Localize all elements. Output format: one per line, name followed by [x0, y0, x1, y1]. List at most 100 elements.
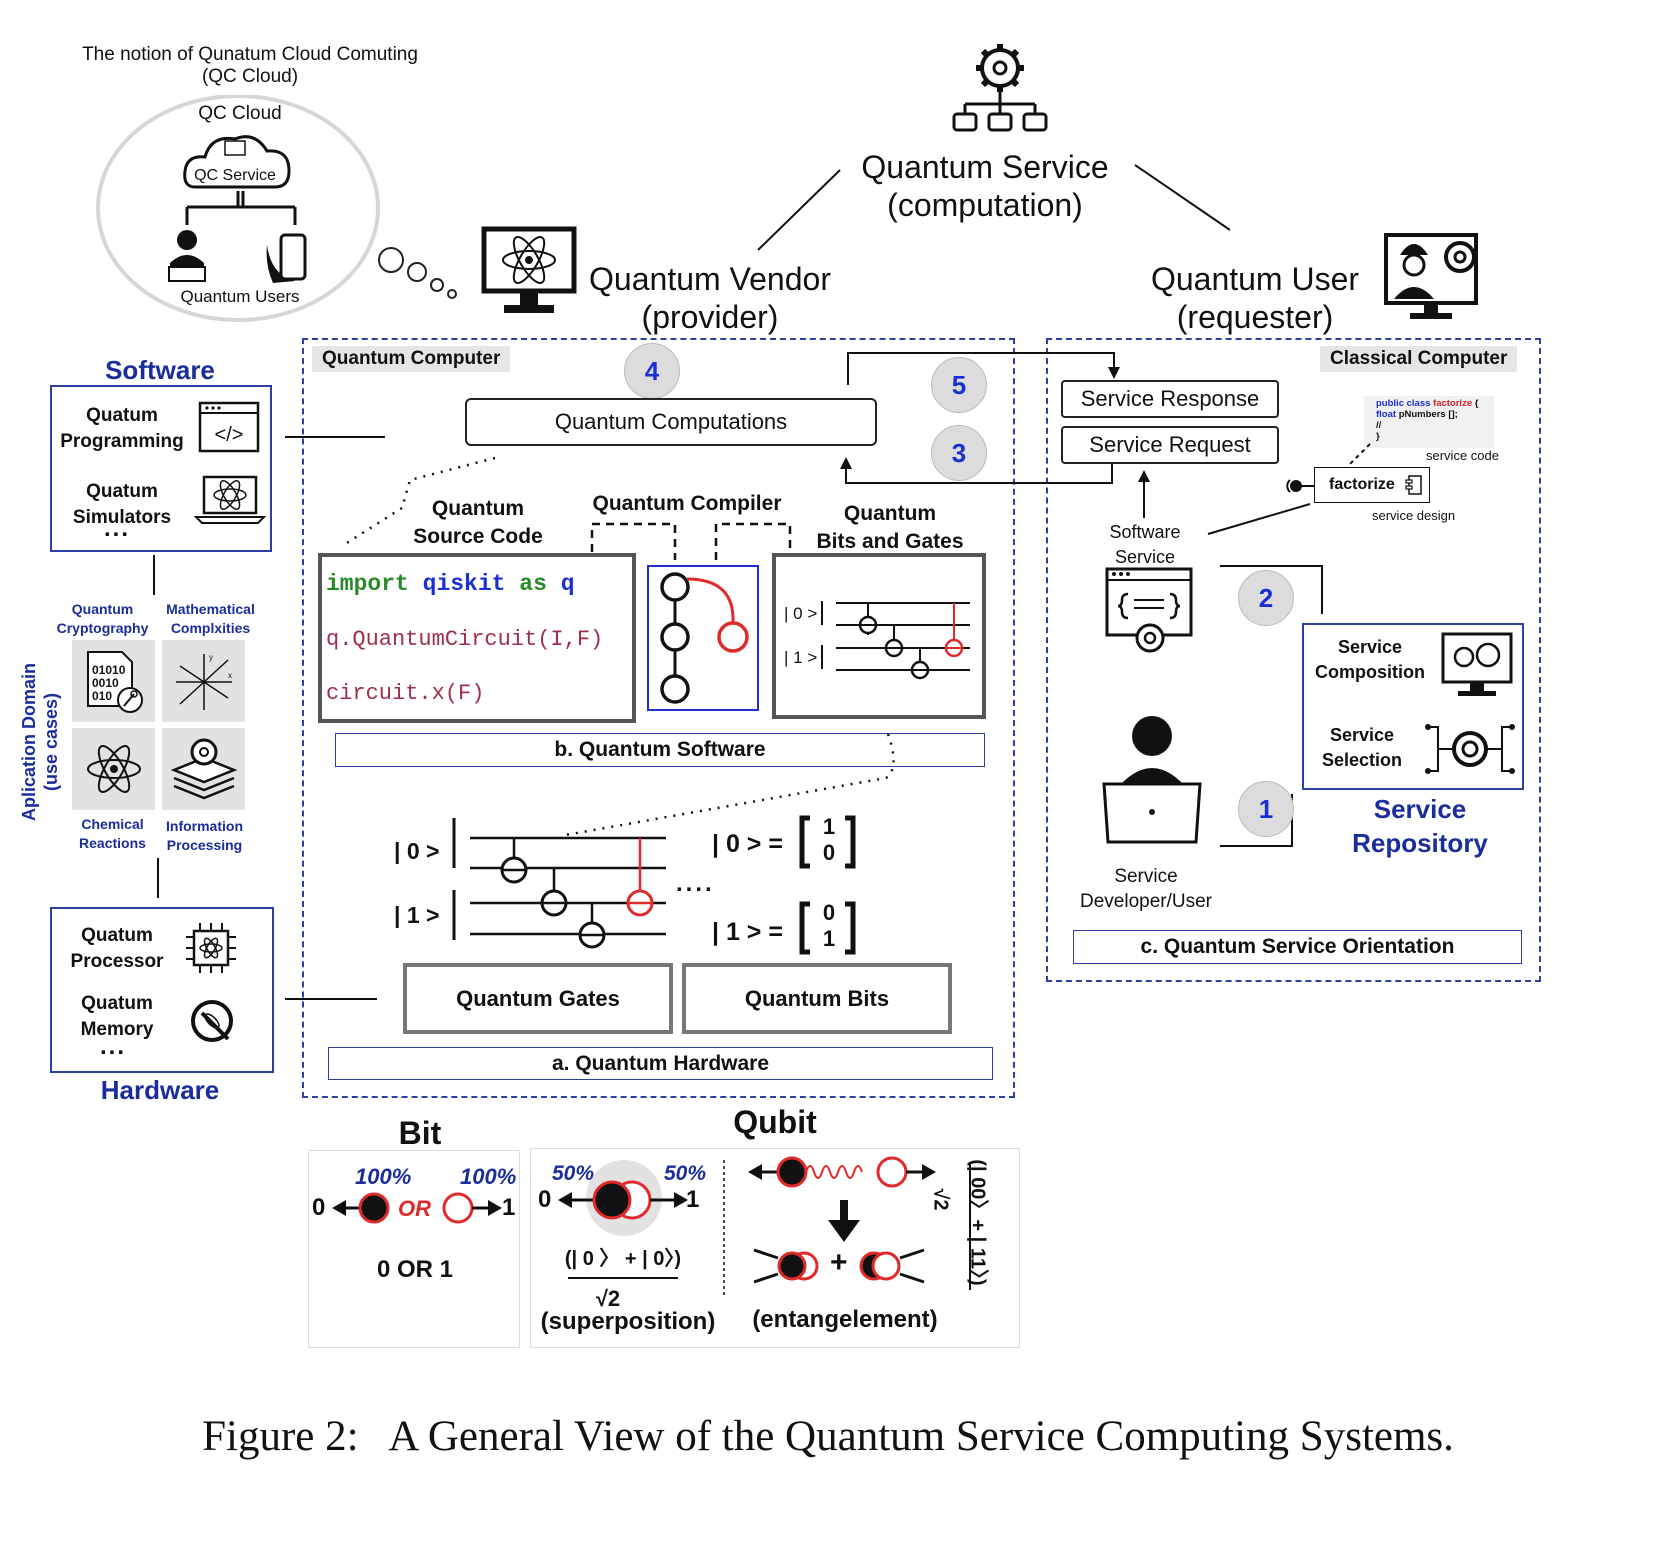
bit-qubit-graphics — [332, 1156, 971, 1296]
math-tile: y x — [162, 640, 245, 722]
quantum-gates-box: Quantum Gates — [403, 963, 673, 1034]
quantum-processor-label: Quatum Processor — [70, 925, 164, 972]
ket-0-label: | 0 > — [394, 838, 440, 864]
svg-text:y: y — [209, 653, 213, 662]
binary-key-icon: 01010 0010 010 — [87, 651, 143, 713]
small-ket-1: | 1 > — [784, 648, 818, 667]
hardware-qc-connector — [285, 998, 377, 1000]
service-repository-title: Service Repository — [1352, 794, 1488, 858]
classical-computer-tag: Classical Computer — [1320, 346, 1518, 372]
information-label: Information Processing — [166, 818, 243, 853]
service-flow-lines — [1138, 470, 1323, 847]
quantum-vendor-title: Quantum Vendor (provider) — [589, 261, 831, 335]
service-request-box: Service Request — [1061, 426, 1279, 464]
quantum-computer-box — [302, 338, 1015, 1098]
bit-zero-label: 0 — [312, 1194, 326, 1221]
domain-hardware-connector — [157, 858, 159, 898]
software-service-icon — [1105, 567, 1193, 653]
atom-icon — [87, 745, 141, 793]
svg-text:x: x — [228, 671, 232, 680]
bit-one-label: 1 — [502, 1194, 516, 1221]
layers-gear-icon — [170, 738, 238, 800]
svg-text:</>: </> — [215, 424, 244, 446]
software-box: Quatum Programming </> Quatum Simulators… — [50, 385, 272, 552]
software-service-label: Software Service — [1109, 522, 1181, 567]
request-response-arrows — [840, 352, 1120, 484]
ket-1-equation: | 1 > = — [712, 918, 783, 946]
svg-text:010: 010 — [92, 689, 112, 703]
svg-text:0010: 0010 — [92, 676, 119, 690]
service-orientation-label: c. Quantum Service Orientation — [1073, 930, 1522, 964]
quantum-programming-label: Quatum Programming — [60, 405, 184, 452]
quantum-computer-tag: Quantum Computer — [312, 346, 511, 372]
ket-0-equation: | 0 > = — [712, 830, 783, 858]
source-code-box: import qiskit as q q.QuantumCircuit(I,F)… — [318, 553, 636, 723]
superposition-denominator: √2 — [595, 1286, 621, 1311]
service-selection-label: Service Selection — [1321, 725, 1403, 770]
service-connector-lines — [757, 164, 1231, 251]
quantum-software-label: b. Quantum Software — [335, 733, 985, 767]
thought-bubbles — [378, 247, 457, 299]
qc-cloud-label: QC Cloud — [198, 103, 282, 124]
component-icon — [1405, 475, 1422, 495]
math-label: Mathematical Complxities — [166, 601, 255, 636]
user-icon — [177, 230, 197, 250]
figure-caption: Figure 2: A General View of the Quantum … — [202, 1413, 1454, 1460]
software-title: Software — [105, 355, 215, 385]
bit-title: Bit — [398, 1115, 442, 1151]
bit-result: 0 OR 1 — [376, 1256, 454, 1283]
bit-one-percent: 100% — [460, 1164, 517, 1189]
service-design-label: service design — [1372, 508, 1456, 523]
source-code-label: Quantum Source Code — [413, 497, 543, 548]
step-5-badge: 5 — [931, 357, 987, 413]
software-domain-connector — [153, 555, 155, 595]
compiler-graph-box — [647, 565, 759, 711]
developer-laptop-icon — [1102, 716, 1202, 844]
gear-network-icon — [952, 44, 1048, 132]
chemistry-tile — [72, 728, 155, 810]
selection-gear-icon — [1425, 724, 1515, 774]
qubit-panel — [530, 1148, 1020, 1348]
quantum-user-title: Quantum User (requester) — [1150, 261, 1360, 335]
composition-monitor-icon — [1441, 632, 1513, 696]
quantum-users-label: Quantum Users — [180, 287, 300, 306]
classical-computer-box — [1046, 338, 1541, 982]
software-qc-connector — [285, 436, 385, 438]
bit-or-label: OR — [398, 1196, 431, 1221]
step-4-badge: 4 — [624, 343, 680, 399]
software-ellipsis: ... — [104, 515, 131, 542]
svg-text:01010: 01010 — [92, 663, 126, 677]
bit-panel — [308, 1150, 520, 1348]
ket-1-vector: 0 1 — [822, 900, 836, 951]
code-line-1: import qiskit as q — [326, 571, 575, 597]
hardware-circuit — [452, 733, 895, 955]
bit-zero-percent: 100% — [355, 1164, 412, 1189]
service-composition-label: Service Composition — [1315, 637, 1425, 682]
ket-1-label: | 1 > — [394, 902, 440, 928]
qubit-title: Qubit — [733, 1104, 817, 1140]
chip-icon — [186, 923, 236, 973]
quantum-service-title: Quantum Service (computation) — [861, 149, 1109, 223]
qubit-zero-label: 0 — [538, 1186, 552, 1213]
laptop-atom-icon — [194, 475, 266, 524]
info-tile — [162, 728, 245, 810]
entangle-sqrt: √2 — [929, 1188, 952, 1211]
crypto-label: Quantum Cryptography — [56, 601, 149, 636]
qc-dotted-connectors — [341, 456, 792, 560]
service-repository-box: Service Composition Service Selection — [1302, 623, 1524, 790]
service-code-snippet: public class factorize { float pNumbers … — [1364, 396, 1494, 448]
factorize-component: factorize — [1314, 467, 1430, 503]
quantum-computations-box: Quantum Computations — [465, 398, 877, 446]
bits-gates-box — [772, 553, 986, 719]
code-line-3: circuit.x(F) — [326, 681, 485, 706]
chemical-label: Chemical Reactions — [79, 816, 146, 851]
superposition-numerator: (| 0 〉 + | 0〉) — [564, 1248, 682, 1270]
quantum-hardware-label: a. Quantum Hardware — [328, 1047, 993, 1080]
entangle-formula: (| 00〉+ | 11〉) — [966, 1159, 989, 1286]
superposition-label: (superposition) — [540, 1308, 716, 1335]
quantum-bits-box: Quantum Bits — [682, 963, 952, 1034]
qc-service-label: QC Service — [194, 167, 276, 184]
crypto-tile: 01010 0010 010 — [72, 640, 155, 722]
quantum-monitor-icon — [481, 226, 577, 313]
step-3-badge: 3 — [931, 425, 987, 481]
